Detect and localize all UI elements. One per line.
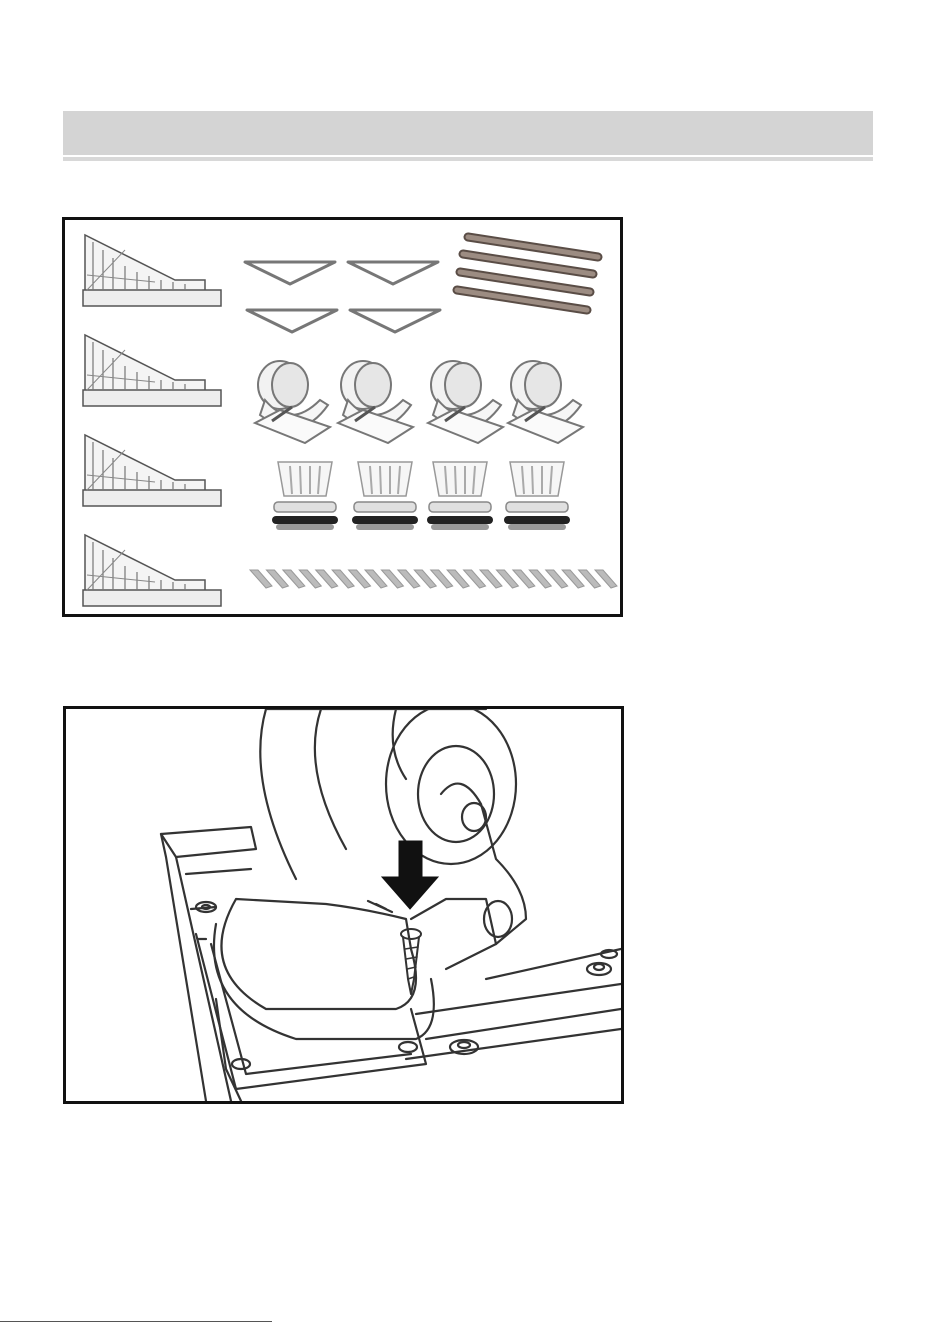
caster-wheel [260,709,516,879]
corner-base [83,535,221,606]
adjustable-foot [352,462,418,530]
screw [401,929,421,994]
triangle-bracket [348,262,438,284]
adjustable-foot [427,462,493,530]
base-frame [161,827,621,1101]
triangle-bracket [247,310,337,332]
screws [250,570,617,588]
caster-wheel [338,361,413,443]
parts-overview-figure [62,217,623,617]
triangle-brackets [245,262,440,332]
caster-wheel [508,361,583,443]
caster-installation-figure [63,706,624,1104]
caster-wheels [255,361,583,443]
header-divider [63,157,873,161]
caster-wheel [428,361,503,443]
triangle-bracket [245,262,335,284]
caster-wheel [255,361,330,443]
triangle-bracket [350,310,440,332]
down-arrow-icon [382,841,438,909]
corner-base [83,235,221,306]
footer-divider [0,1321,272,1322]
parts-illustration [65,220,620,614]
corner-bases [83,235,221,606]
adjustable-foot [272,462,338,530]
section-header-bar [63,111,873,155]
adjustable-feet [272,462,570,530]
corner-base [83,435,221,506]
corner-base [83,335,221,406]
rods [457,237,598,310]
adjustable-foot [504,462,570,530]
installation-illustration [66,709,621,1101]
